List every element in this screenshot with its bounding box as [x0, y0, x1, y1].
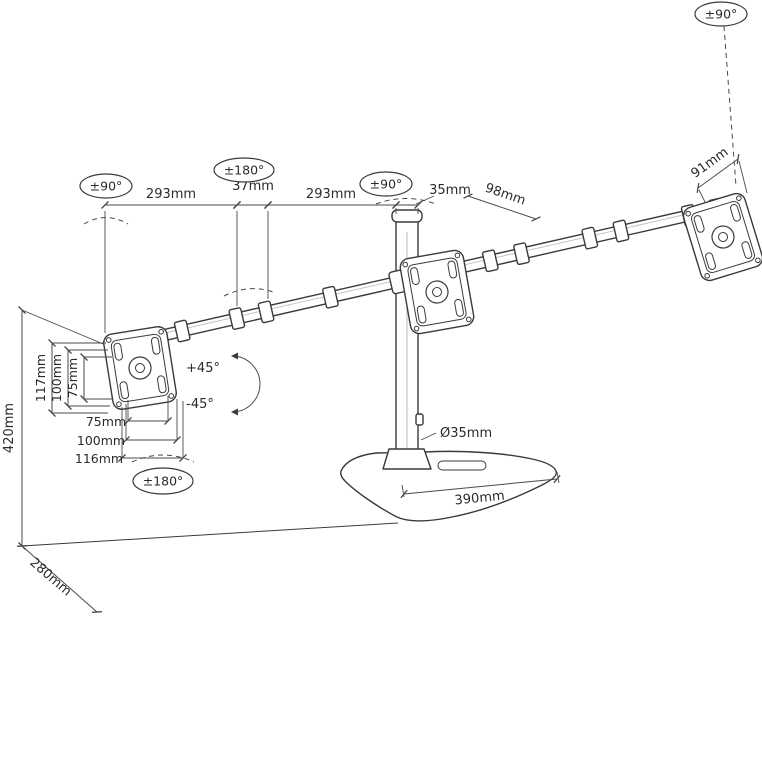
- vesa-dimensions: 117mm 100mm 75mm 75mm 100mm 116mm: [33, 339, 187, 466]
- bar-clamp: [322, 285, 339, 309]
- label-rotate-plate: ±180°: [143, 474, 184, 489]
- bar-clamp: [581, 226, 599, 250]
- ext-line: [698, 189, 706, 203]
- label-tilt-up: +45°: [186, 361, 220, 376]
- bar-clamp: [257, 300, 275, 324]
- tilt-arrow: [231, 352, 261, 416]
- label-tilt-down: -45°: [186, 397, 214, 412]
- label-arm-right: 293mm: [306, 187, 356, 202]
- rotation-leader-right: [723, 25, 737, 187]
- dim-line-depth: [17, 545, 102, 613]
- label-rotate-mid-swivel: ±180°: [224, 163, 265, 178]
- label-vesa-h75: 75mm: [86, 414, 126, 429]
- vesa-plate-middle: [398, 248, 476, 336]
- label-base-depth: 280mm: [26, 555, 74, 599]
- base-dimension: 390mm: [400, 471, 561, 509]
- bar-clamp: [612, 219, 630, 243]
- bar-clamp: [228, 307, 246, 330]
- label-end-offset: 91mm: [689, 145, 732, 182]
- badge-rotate-pole-swivel: ±90°: [359, 171, 413, 197]
- label-vesa-h100: 100mm: [77, 433, 125, 448]
- label-mid-offset: 98mm: [483, 181, 527, 209]
- badge-rotate-left-arm: ±90°: [79, 173, 133, 199]
- base: [340, 448, 558, 522]
- badge-rotate-mid-swivel: ±180°: [213, 157, 275, 183]
- label-center-gap: 37mm: [232, 179, 274, 194]
- badge-rotate-right-arm: ±90°: [694, 1, 748, 27]
- base-handle-slot: [437, 460, 487, 471]
- vesa-plate-left: [101, 324, 179, 412]
- rotation-arc-plate: [131, 454, 195, 463]
- tilt-annotation: +45° -45°: [186, 352, 261, 416]
- label-pole-top: 35mm: [429, 183, 471, 198]
- pole-top-leader: [415, 195, 435, 205]
- bar-clamp: [173, 319, 191, 343]
- bar-clamp: [481, 249, 499, 273]
- rotation-annotations: ±90° ±180° ±90° ±90° ±180° +45° -45°: [79, 1, 748, 495]
- label-pole-diameter: Ø35mm: [440, 426, 492, 441]
- pole-base-cover: [382, 448, 432, 470]
- label-rotate-pole-swivel: ±90°: [370, 177, 403, 192]
- pole-knob: [415, 413, 424, 426]
- bar-clamp: [513, 242, 530, 266]
- pole-diameter-leader: [420, 432, 437, 441]
- top-dimension-chain: 293mm 37mm 293mm 35mm: [101, 179, 471, 333]
- base-outline: [340, 450, 558, 522]
- label-vesa-v100: 100mm: [49, 354, 64, 402]
- rotation-arc-mid: [223, 288, 277, 297]
- dim-line-mid-offset: [463, 193, 541, 222]
- pole-cap: [391, 209, 423, 223]
- pole-diameter-callout: Ø35mm: [420, 426, 492, 441]
- rotation-arc-pole: [375, 198, 437, 205]
- dim-line-end-offset: [696, 154, 740, 193]
- label-arm-left: 293mm: [146, 187, 196, 202]
- dim-line-base-length: [400, 474, 561, 499]
- label-rotate-right-arm: ±90°: [705, 7, 738, 22]
- height-extension-line: [21, 309, 109, 347]
- label-overall-height: 420mm: [2, 403, 17, 453]
- label-vesa-plate-height: 117mm: [33, 354, 48, 402]
- label-base-length: 390mm: [454, 489, 505, 509]
- label-vesa-v75: 75mm: [65, 358, 80, 398]
- ext-line: [738, 160, 748, 194]
- label-vesa-plate-width: 116mm: [75, 451, 123, 466]
- rotation-arc-left: [83, 217, 129, 225]
- floor-line: [21, 522, 399, 547]
- ext-line: [556, 471, 560, 484]
- badge-rotate-plate: ±180°: [132, 467, 194, 495]
- label-rotate-left-arm: ±90°: [90, 179, 123, 194]
